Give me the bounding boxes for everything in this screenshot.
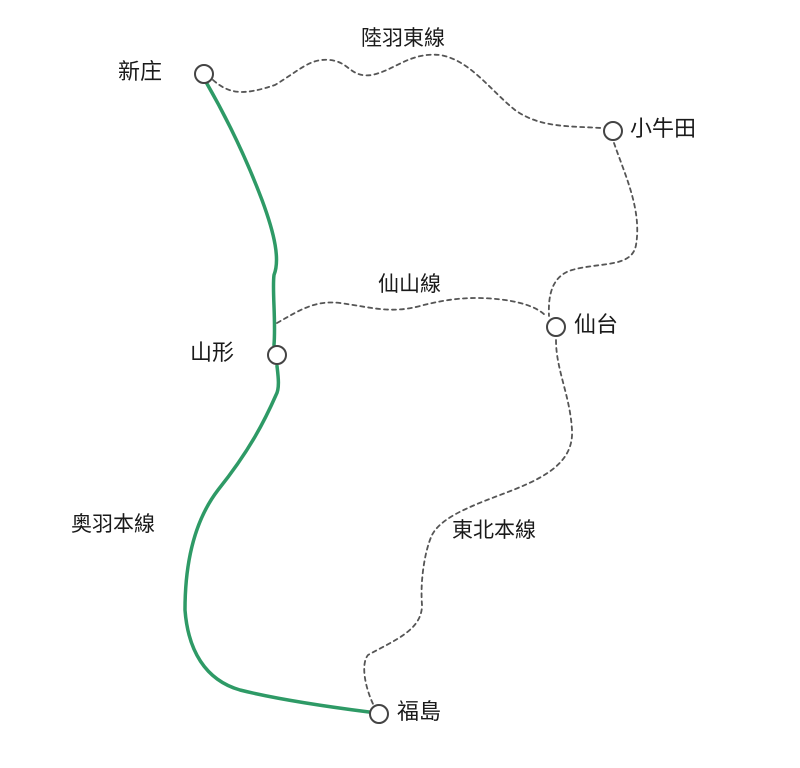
line-label-ou-main: 奥羽本線 (71, 512, 155, 536)
line-label-tohoku-main: 東北本線 (452, 518, 536, 542)
ou-main-line-north-segment (204, 80, 279, 347)
station-label-shinjo: 新庄 (118, 60, 163, 85)
station-label-fukushima: 福島 (397, 700, 442, 725)
station-marker-yamagata (267, 345, 287, 365)
senzan-line (276, 297, 547, 324)
station-marker-shinjo (194, 64, 214, 84)
line-label-senzan: 仙山線 (378, 272, 441, 296)
station-marker-fukushima (369, 704, 389, 724)
station-label-kogota: 小牛田 (630, 117, 697, 142)
station-marker-kogota (603, 121, 623, 141)
rikuu-east-line (212, 53, 602, 129)
ou-main-line-south-segment (183, 364, 371, 714)
kogota-sendai-line (547, 142, 639, 317)
station-marker-sendai (546, 317, 566, 337)
line-label-rikuu-east: 陸羽東線 (361, 26, 445, 50)
station-label-yamagata: 山形 (190, 341, 235, 366)
station-label-sendai: 仙台 (574, 313, 619, 338)
tohoku-main-line (363, 339, 573, 707)
